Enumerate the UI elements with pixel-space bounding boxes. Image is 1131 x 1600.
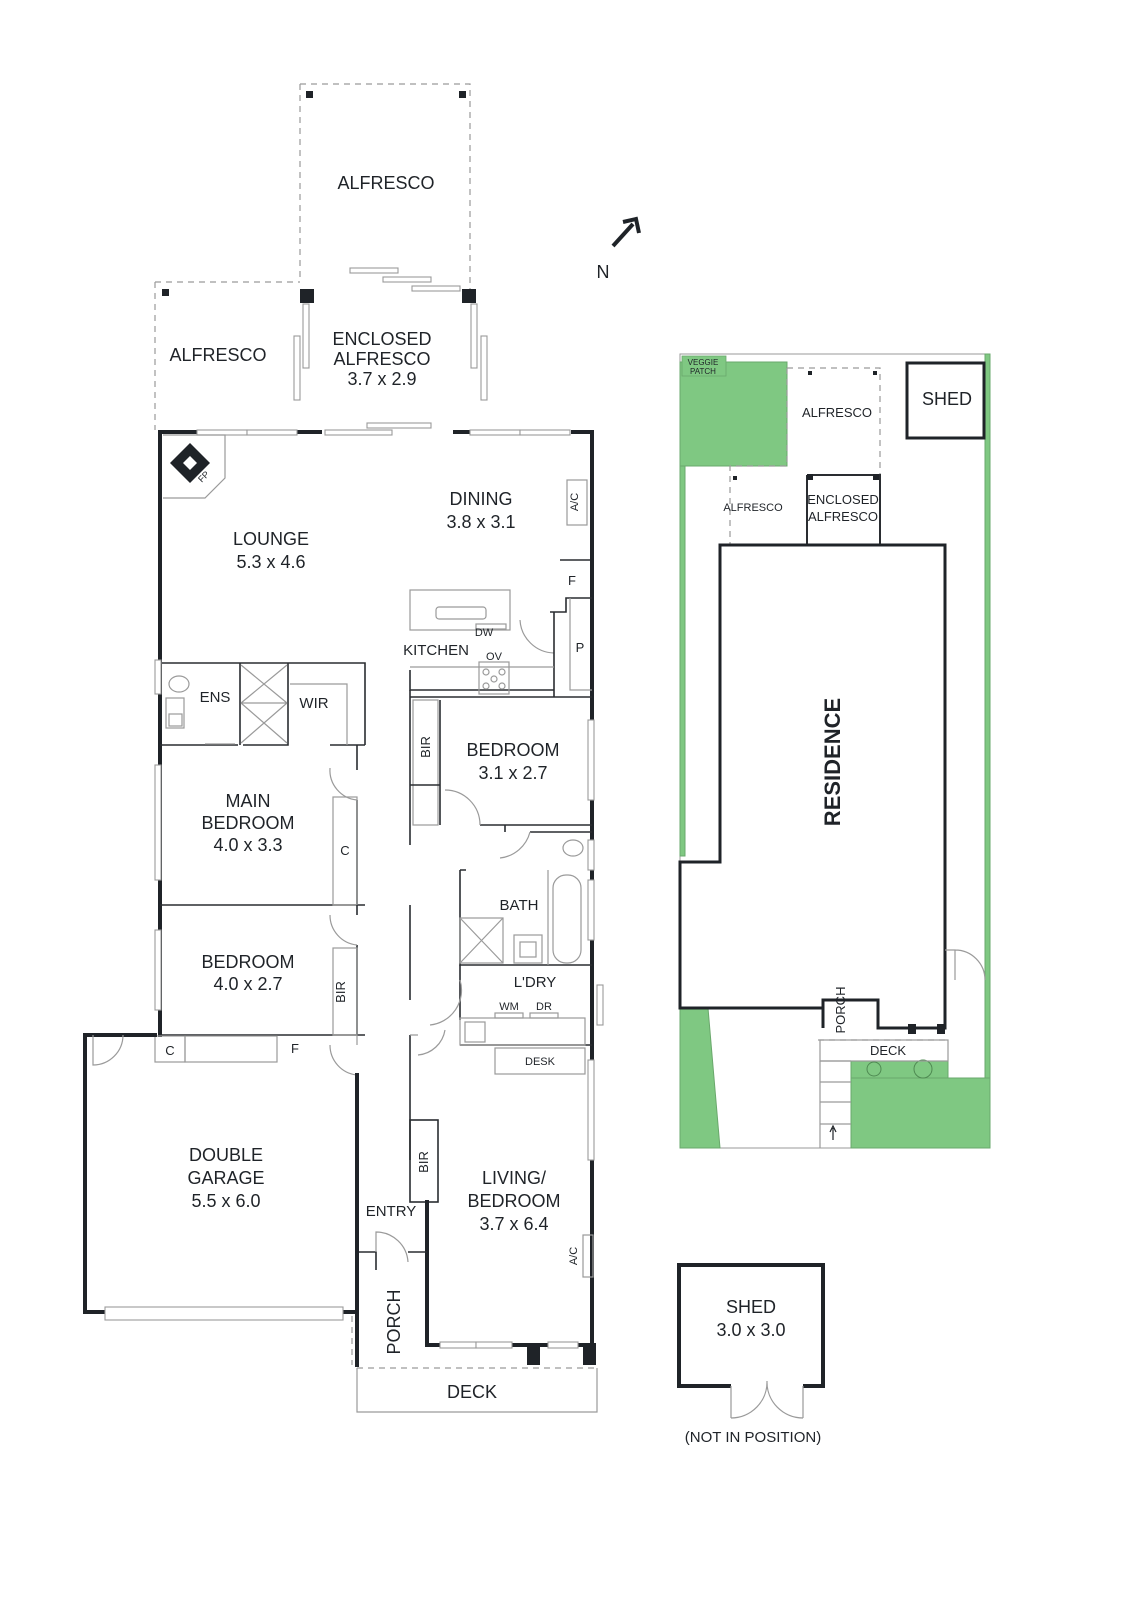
label-entry: ENTRY xyxy=(366,1203,417,1220)
site-residence[interactable] xyxy=(678,543,947,1030)
label-ac-living: A/C xyxy=(568,1247,580,1265)
label-ac-dining: A/C xyxy=(569,493,581,511)
label-alfresco-west: ALFRESCO xyxy=(169,345,266,365)
ac-unit-dining xyxy=(566,479,588,526)
label-alfresco-north: ALFRESCO xyxy=(337,173,434,193)
label-main-bedroom-dims: 4.0 x 3.3 xyxy=(213,835,282,855)
label-veggie-2: PATCH xyxy=(690,367,716,376)
label-shed: SHED xyxy=(726,1297,776,1317)
north-arrow-icon: N xyxy=(597,216,641,282)
label-dining-dims: 3.8 x 3.1 xyxy=(446,512,515,532)
label-site-alfresco-north: ALFRESCO xyxy=(802,405,872,420)
site-shed[interactable] xyxy=(905,361,986,440)
label-fridge-garage: F xyxy=(291,1041,299,1056)
room-bedroom-2 xyxy=(410,699,595,832)
room-main-bedroom xyxy=(154,745,365,906)
window xyxy=(196,429,248,436)
label-dining: DINING xyxy=(450,489,513,509)
label-cupboard-main: C xyxy=(340,843,349,858)
main-floor-plan: ALFRESCO ALFRESCO ENCLOSED ALFRESCO 3.7 … xyxy=(83,83,604,1413)
room-alfresco-west[interactable] xyxy=(154,281,300,430)
window xyxy=(324,429,393,436)
label-living-dims: 3.7 x 6.4 xyxy=(479,1214,548,1234)
label-porch: PORCH xyxy=(384,1289,404,1354)
label-site-shed: SHED xyxy=(922,389,972,409)
window xyxy=(469,429,521,436)
room-enclosed-alfresco[interactable] xyxy=(293,289,488,429)
label-bedroom-2: BEDROOM xyxy=(466,740,559,760)
label-veggie-1: VEGGIE xyxy=(688,358,719,367)
room-alfresco-north[interactable] xyxy=(299,83,471,292)
label-enclosed-alfresco-dims: 3.7 x 2.9 xyxy=(347,369,416,389)
bedroom-3-door-swing[interactable] xyxy=(329,914,358,946)
label-bedroom-2-dims: 3.1 x 2.7 xyxy=(478,763,547,783)
room-bath xyxy=(459,831,595,966)
room-entry-porch xyxy=(355,1231,427,1367)
exterior-wall xyxy=(158,430,594,1355)
label-site-enclosed-1: ENCLOSED xyxy=(807,492,879,507)
ensuite-wir xyxy=(154,659,366,746)
room-living-bedroom xyxy=(409,1059,596,1365)
label-enclosed-alfresco-2: ALFRESCO xyxy=(333,349,430,369)
label-site-porch: PORCH xyxy=(833,987,848,1034)
label-residence: RESIDENCE xyxy=(820,698,845,826)
room-laundry xyxy=(410,965,604,1075)
bedroom-2-door-swing[interactable] xyxy=(444,789,481,826)
label-laundry: L'DRY xyxy=(514,974,557,991)
veggie-patch xyxy=(679,361,788,467)
label-cupboard-garage: C xyxy=(165,1043,174,1058)
label-site-deck: DECK xyxy=(870,1043,906,1058)
garage-internal-door-swing[interactable] xyxy=(329,1036,358,1076)
garage-door[interactable] xyxy=(104,1306,344,1321)
label-lounge-dims: 5.3 x 4.6 xyxy=(236,552,305,572)
label-garage-2: GARAGE xyxy=(187,1168,264,1188)
label-garage-dims: 5.5 x 6.0 xyxy=(191,1191,260,1211)
label-enclosed-alfresco-1: ENCLOSED xyxy=(332,329,431,349)
main-bedroom-door-swing[interactable] xyxy=(329,767,358,801)
site-plan: VEGGIE PATCH ALFRESCO ALFRESCO ENCLOSED … xyxy=(678,353,991,1149)
label-bir-living: BIR xyxy=(416,1151,431,1173)
label-garage-1: DOUBLE xyxy=(189,1145,263,1165)
label-wir: WIR xyxy=(299,695,328,712)
label-oven: OV xyxy=(486,651,503,663)
kitchen-bench xyxy=(409,661,592,698)
label-living-1: LIVING/ xyxy=(482,1168,546,1188)
label-shed-note: (NOT IN POSITION) xyxy=(685,1429,821,1446)
label-desk: DESK xyxy=(525,1056,556,1068)
label-lounge: LOUNGE xyxy=(233,529,309,549)
room-deck xyxy=(356,1367,598,1413)
label-bir-bedroom-2: BIR xyxy=(418,736,433,758)
label-bedroom-3-dims: 4.0 x 2.7 xyxy=(213,974,282,994)
compass-label: N xyxy=(597,262,610,282)
label-deck: DECK xyxy=(447,1382,497,1402)
label-living-2: BEDROOM xyxy=(467,1191,560,1211)
label-fridge: F xyxy=(568,573,576,588)
shed-door-swing[interactable] xyxy=(730,1380,804,1419)
desk xyxy=(494,1047,586,1075)
label-main-bedroom-1: MAIN xyxy=(226,791,271,811)
label-bath: BATH xyxy=(500,897,539,914)
bath-door-swing[interactable] xyxy=(499,831,531,859)
label-site-alfresco-west: ALFRESCO xyxy=(723,502,783,514)
shed-detail: SHED 3.0 x 3.0 (NOT IN POSITION) xyxy=(677,1263,825,1446)
label-dryer: DR xyxy=(536,1001,552,1013)
label-washing-machine: WM xyxy=(499,1001,519,1013)
label-ensuite: ENS xyxy=(200,689,231,706)
label-dishwasher: DW xyxy=(475,627,494,639)
label-pantry: P xyxy=(576,640,585,655)
room-bedroom-3 xyxy=(154,905,365,1036)
fireplace-icon xyxy=(163,434,226,499)
window xyxy=(519,429,571,436)
label-kitchen: KITCHEN xyxy=(403,642,469,659)
window xyxy=(246,429,298,436)
pantry-door-swing[interactable] xyxy=(519,619,555,654)
kitchen-island xyxy=(409,589,511,631)
label-main-bedroom-2: BEDROOM xyxy=(201,813,294,833)
label-bedroom-3: BEDROOM xyxy=(201,952,294,972)
label-shed-dims: 3.0 x 3.0 xyxy=(716,1320,785,1340)
label-bir-bedroom-3: BIR xyxy=(333,981,348,1003)
label-site-enclosed-2: ALFRESCO xyxy=(808,509,878,524)
